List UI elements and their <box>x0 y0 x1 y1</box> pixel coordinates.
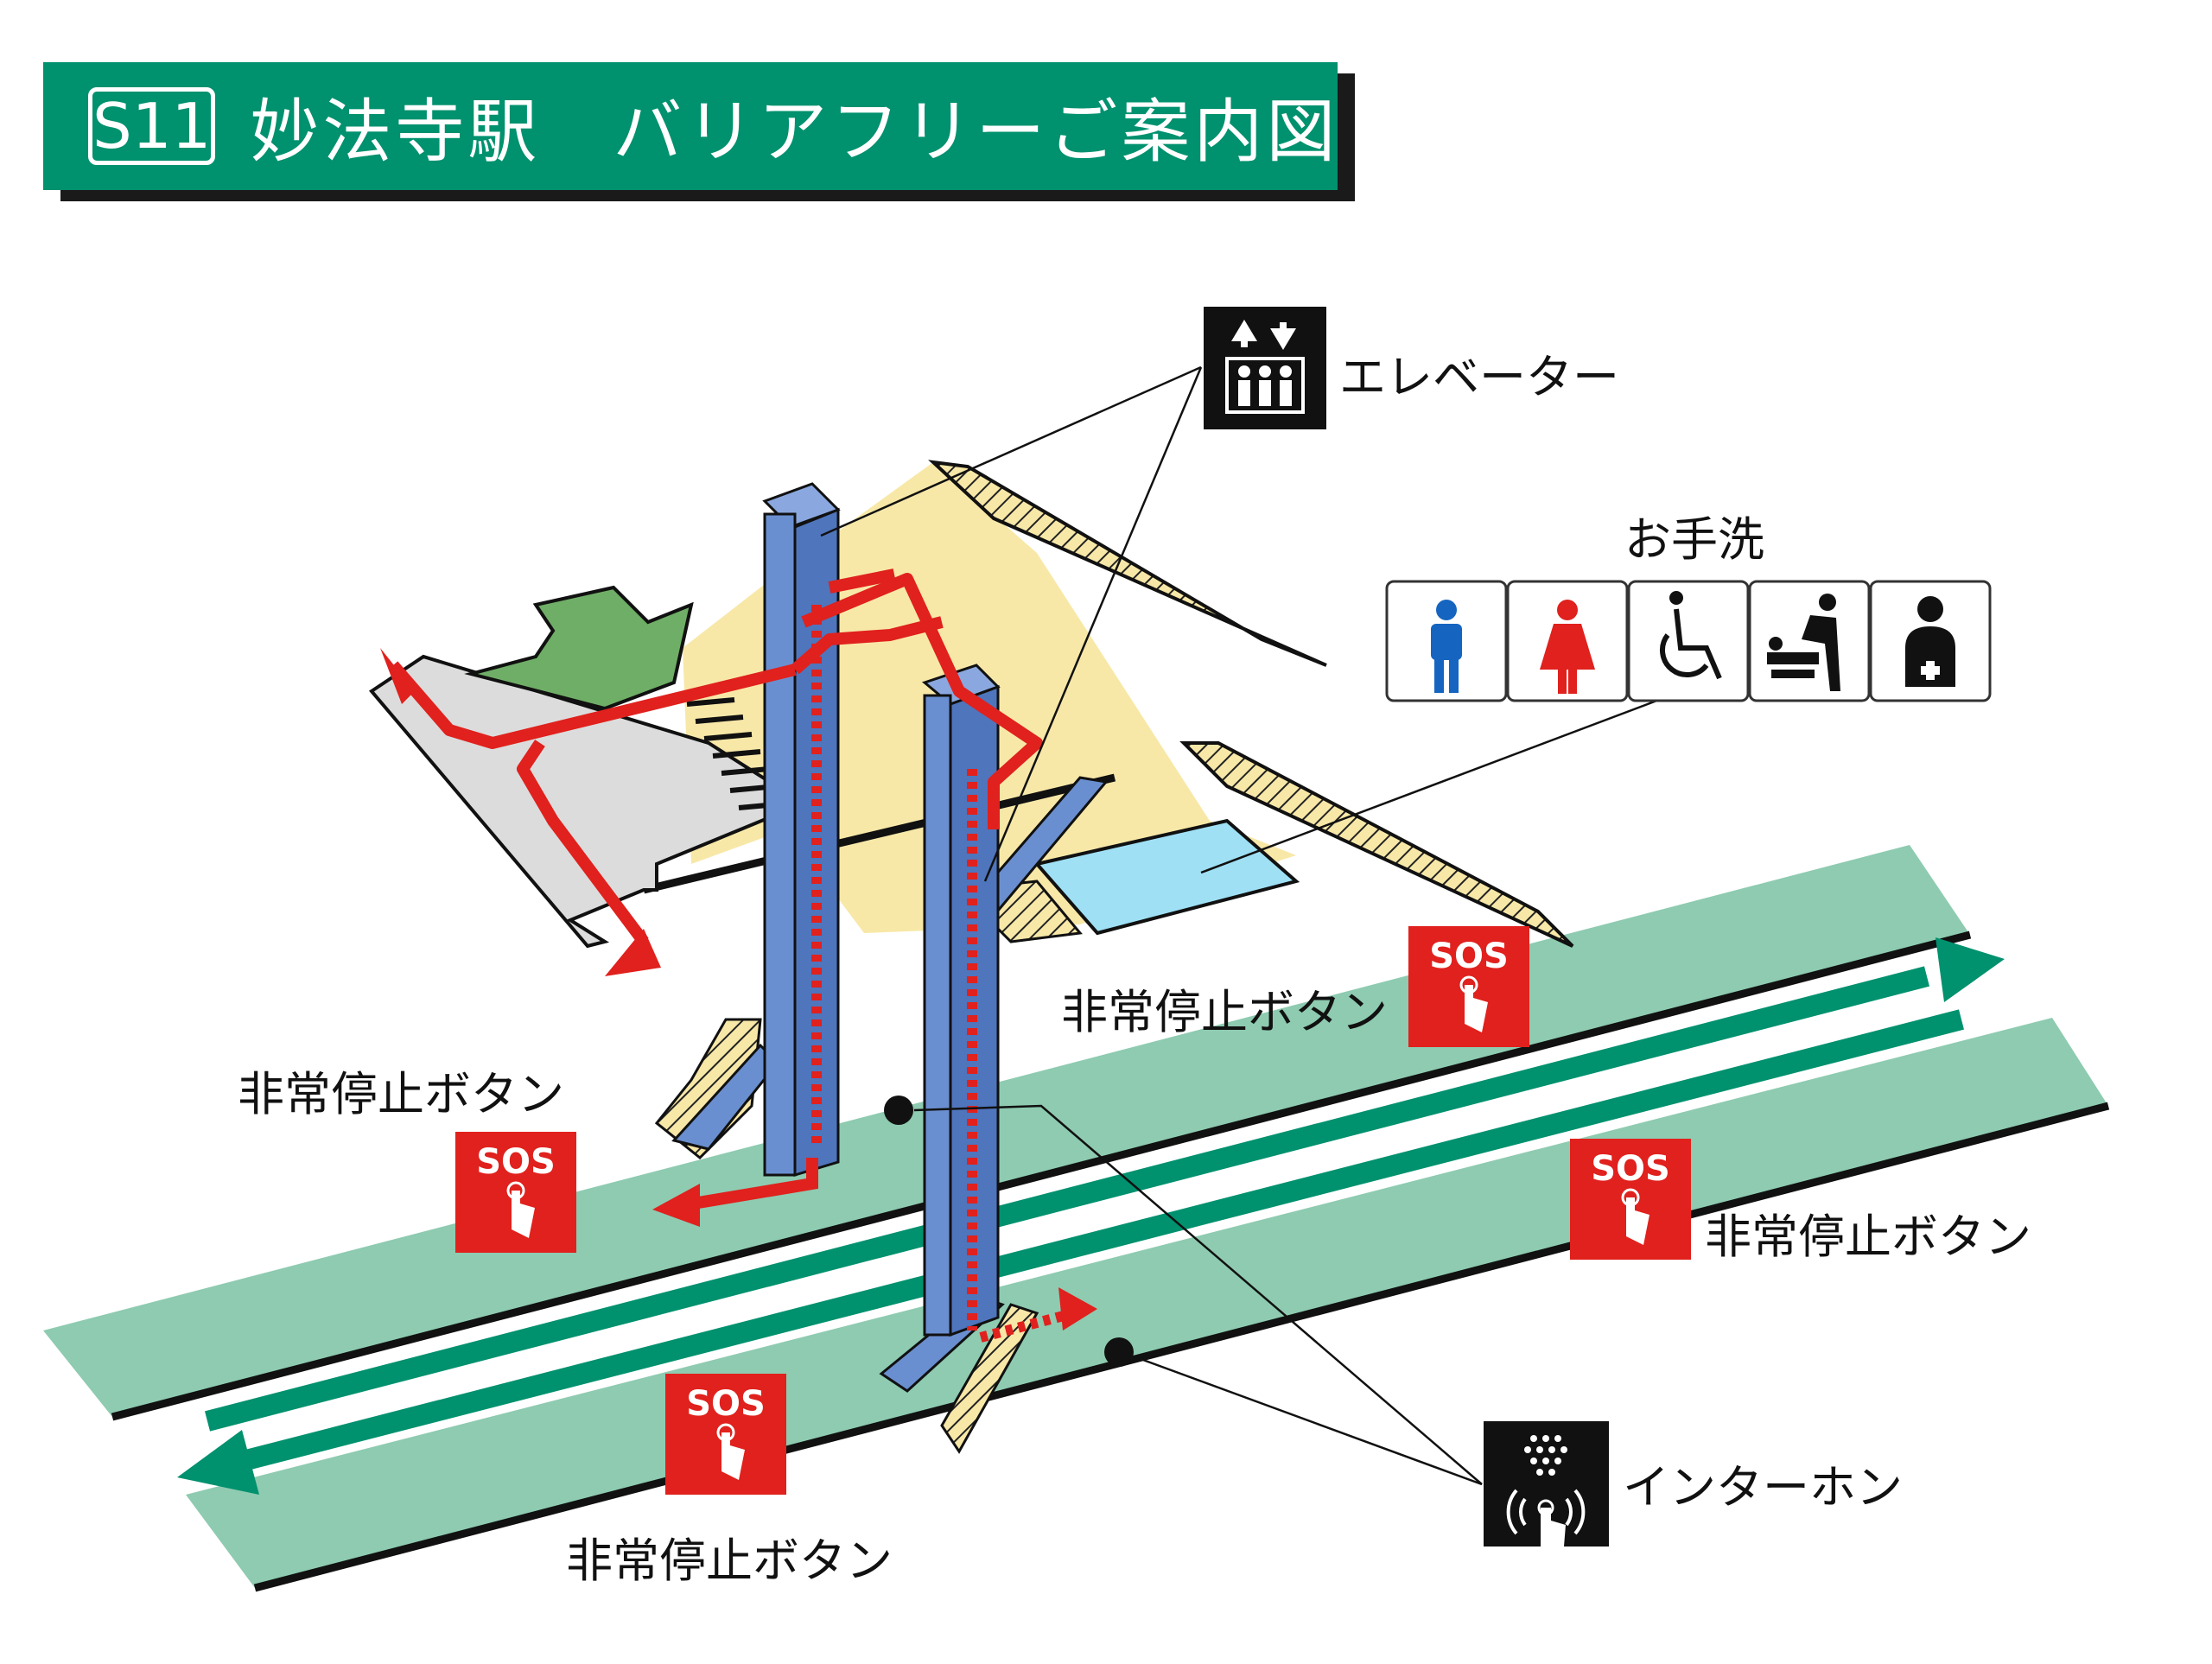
svg-text:SOS: SOS <box>686 1384 766 1424</box>
route-arrow-bottom-exit <box>605 929 661 976</box>
emergency-stop-label-left: 非常停止ボタン <box>238 1067 564 1121</box>
baby-changing-icon <box>1767 594 1840 691</box>
wheelchair-icon <box>1660 591 1722 680</box>
route-arrow-platform-right <box>1058 1287 1097 1331</box>
female-toilet-icon <box>1540 600 1595 694</box>
toilet-icon-row <box>1385 580 1992 702</box>
entrance-area <box>464 585 694 711</box>
leader-lines <box>820 365 1660 1486</box>
route-arrow-platform-left <box>652 1158 818 1227</box>
track-direction-arrow-right <box>204 937 2005 1432</box>
escalator-left <box>654 1018 780 1160</box>
intercom-location-upper <box>884 1096 913 1125</box>
sos-button-icon-bottom: SOS <box>665 1374 786 1495</box>
elevator-label: エレベーター <box>1339 350 1619 404</box>
page-title: 妙法寺駅 バリアフリーご案内図 <box>250 92 1339 172</box>
svg-text:SOS: SOS <box>476 1142 556 1182</box>
svg-text:SOS: SOS <box>1429 937 1509 976</box>
emergency-stop-label-right: 非常停止ボタン <box>1705 1210 2031 1264</box>
stairs-exit-right <box>1179 741 1574 948</box>
track-direction-arrow-left <box>177 1009 1964 1495</box>
toilet-label: お手洗 <box>1624 512 1764 567</box>
sos-button-icon-right: SOS <box>1570 1139 1691 1260</box>
elevator-shaft-right <box>921 664 1001 1337</box>
route-arrow-left-exit <box>380 648 415 704</box>
male-toilet-icon <box>1431 600 1462 693</box>
sos-button-icon-top: SOS <box>1408 926 1529 1047</box>
ostomate-icon <box>1905 596 1955 687</box>
elevator-icon <box>1204 307 1326 429</box>
title-banner: S11 妙法寺駅 バリアフリーご案内図 <box>43 62 1338 190</box>
sos-button-icon-left: SOS <box>455 1132 576 1253</box>
intercom-icon <box>1484 1421 1609 1547</box>
emergency-stop-label-top: 非常停止ボタン <box>1061 985 1388 1039</box>
station-code-badge: S11 <box>88 87 216 165</box>
intercom-label: インターホン <box>1623 1460 1903 1515</box>
accessible-route-dashed <box>811 605 1082 1343</box>
stairs-exit-upper <box>928 460 1327 667</box>
intercom-location-lower <box>1104 1337 1134 1367</box>
toilet-area <box>1033 818 1300 936</box>
svg-text:SOS: SOS <box>1591 1149 1670 1189</box>
elevator-shaft-left <box>762 482 841 1178</box>
accessible-route <box>388 568 1043 946</box>
emergency-stop-label-bottom: 非常停止ボタン <box>566 1534 893 1588</box>
